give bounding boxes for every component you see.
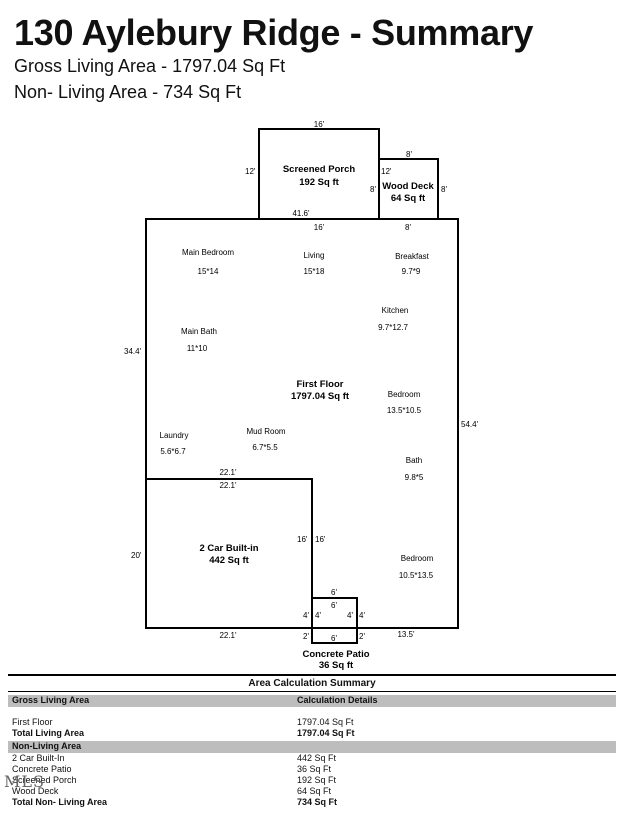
patio-bottom-dim: 6' xyxy=(331,634,337,643)
item-label: Wood Deck xyxy=(12,786,59,796)
item-label: Screened Porch xyxy=(12,775,77,785)
garage-area: 442 Sq ft xyxy=(209,555,249,566)
room-main-bedroom-name: Main Bedroom xyxy=(182,248,234,257)
first-floor-label: First Floor xyxy=(12,717,53,727)
garage-left-dim: 20' xyxy=(131,551,142,560)
deck-area: 64 Sq ft xyxy=(391,193,426,204)
deck-left-dim-b: 8' xyxy=(370,185,376,194)
deck-left-dim-a: 12' xyxy=(381,167,392,176)
garage-top-dim-a: 22.1' xyxy=(219,468,237,477)
calc-header: Calculation Details xyxy=(297,695,378,705)
patio-area: 36 Sq ft xyxy=(319,660,354,671)
porch-name: Screened Porch xyxy=(283,164,356,175)
room-breakfast-name: Breakfast xyxy=(395,252,430,261)
garage-name: 2 Car Built-in xyxy=(199,543,258,554)
deck-right-dim: 8' xyxy=(441,185,447,194)
room-bedroom-1-size: 13.5*10.5 xyxy=(387,406,422,415)
room-living-name: Living xyxy=(304,251,325,260)
item-label: Concrete Patio xyxy=(12,764,72,774)
deck-top-dim: 8' xyxy=(406,150,412,159)
house-outline xyxy=(145,218,459,629)
non-living-area-line: Non- Living Area - 734 Sq Ft xyxy=(14,82,242,102)
total-non-living-value: 734 Sq Ft xyxy=(297,797,338,807)
patio-name: Concrete Patio xyxy=(302,649,369,660)
item-value: 192 Sq Ft xyxy=(297,775,337,785)
table-row: Total Non- Living Area 734 Sq Ft xyxy=(8,797,616,808)
garage-bottom-dim: 22.1' xyxy=(219,631,237,640)
total-living-label: Total Living Area xyxy=(12,728,85,738)
room-bath-name: Bath xyxy=(406,456,422,465)
table-row: Total Living Area 1797.04 Sq Ft xyxy=(8,728,616,739)
patio-right-dim-b: 4' xyxy=(359,611,365,620)
room-main-bedroom-size: 15*14 xyxy=(198,267,219,276)
item-value: 36 Sq Ft xyxy=(297,764,332,774)
porch-bottom-dim: 41.6' xyxy=(292,209,310,218)
porch-top-dim: 16' xyxy=(314,120,325,129)
table-row: 2 Car Built-In 442 Sq Ft xyxy=(8,753,616,764)
house-right-dim: 54.4' xyxy=(461,420,479,429)
deck-name: Wood Deck xyxy=(382,181,434,192)
room-bedroom-1-name: Bedroom xyxy=(388,390,421,399)
first-floor-name: First Floor xyxy=(297,379,344,390)
non-living-header: Non-Living Area xyxy=(12,741,82,751)
patio-left-dim-b: 4' xyxy=(315,611,321,620)
garage-top-dim-b: 22.1' xyxy=(219,481,237,490)
item-value: 64 Sq Ft xyxy=(297,786,332,796)
room-main-bath-name: Main Bath xyxy=(181,327,217,336)
garage-right-dim-a: 16' xyxy=(297,535,308,544)
summary-title: Area Calculation Summary xyxy=(8,674,616,692)
room-laundry-size: 5.6*6.7 xyxy=(160,447,186,456)
patio-bottom-right-dim: 2' xyxy=(359,632,365,641)
table-row: First Floor 1797.04 Sq Ft xyxy=(8,717,616,728)
item-value: 442 Sq Ft xyxy=(297,753,337,763)
total-non-living-label: Total Non- Living Area xyxy=(12,797,108,807)
room-bedroom-2-name: Bedroom xyxy=(401,554,434,563)
house-bottom-right-dim: 13.5' xyxy=(397,630,415,639)
patio-top-dim-a: 6' xyxy=(331,588,337,597)
patio-left-dim-a: 4' xyxy=(303,611,309,620)
page-title: 130 Aylebury Ridge - Summary xyxy=(14,12,534,53)
room-bedroom-2-size: 10.5*13.5 xyxy=(399,571,434,580)
garage-right-dim-b: 16' xyxy=(315,535,326,544)
table-row: Wood Deck 64 Sq Ft xyxy=(8,786,616,797)
gross-living-area-line: Gross Living Area - 1797.04 Sq Ft xyxy=(14,56,286,76)
room-mud-room-size: 6.7*5.5 xyxy=(252,443,278,452)
floor-plan: 16' 12' Screened Porch 192 Sq ft 41.6' 8… xyxy=(124,120,479,671)
house-left-dim: 34.4' xyxy=(124,347,142,356)
house-top-dim: 16' xyxy=(314,223,325,232)
first-floor-area: 1797.04 Sq ft xyxy=(291,391,350,402)
room-bath-size: 9.8*5 xyxy=(405,473,424,482)
total-living-value: 1797.04 Sq Ft xyxy=(297,728,355,738)
room-living-size: 15*18 xyxy=(304,267,325,276)
room-kitchen-size: 9.7*12.7 xyxy=(378,323,408,332)
garage-outline xyxy=(146,478,313,628)
room-main-bath-size: 11*10 xyxy=(187,344,208,353)
area-summary-table: Area Calculation Summary Gross Living Ar… xyxy=(8,674,616,808)
porch-area: 192 Sq ft xyxy=(299,177,339,188)
gross-header: Gross Living Area xyxy=(12,695,90,705)
patio-top-dim-b: 6' xyxy=(331,601,337,610)
room-breakfast-size: 9.7*9 xyxy=(402,267,421,276)
table-row: Concrete Patio 36 Sq Ft xyxy=(8,764,616,775)
item-label: 2 Car Built-In xyxy=(12,753,65,763)
non-living-header-row: Non-Living Area xyxy=(8,741,616,753)
gross-header-row: Gross Living Area Calculation Details xyxy=(8,695,616,707)
room-laundry-name: Laundry xyxy=(160,431,189,440)
table-row: Screened Porch 192 Sq Ft xyxy=(8,775,616,786)
patio-right-dim-a: 4' xyxy=(347,611,353,620)
room-kitchen-name: Kitchen xyxy=(382,306,409,315)
mls-logo: MLS xyxy=(4,772,45,791)
deck-bottom-dim: 8' xyxy=(405,223,411,232)
room-mud-room-name: Mud Room xyxy=(246,427,285,436)
porch-left-dim: 12' xyxy=(245,167,256,176)
first-floor-value: 1797.04 Sq Ft xyxy=(297,717,354,727)
patio-bottom-left-dim: 2' xyxy=(303,632,309,641)
patio-outline xyxy=(311,597,358,644)
